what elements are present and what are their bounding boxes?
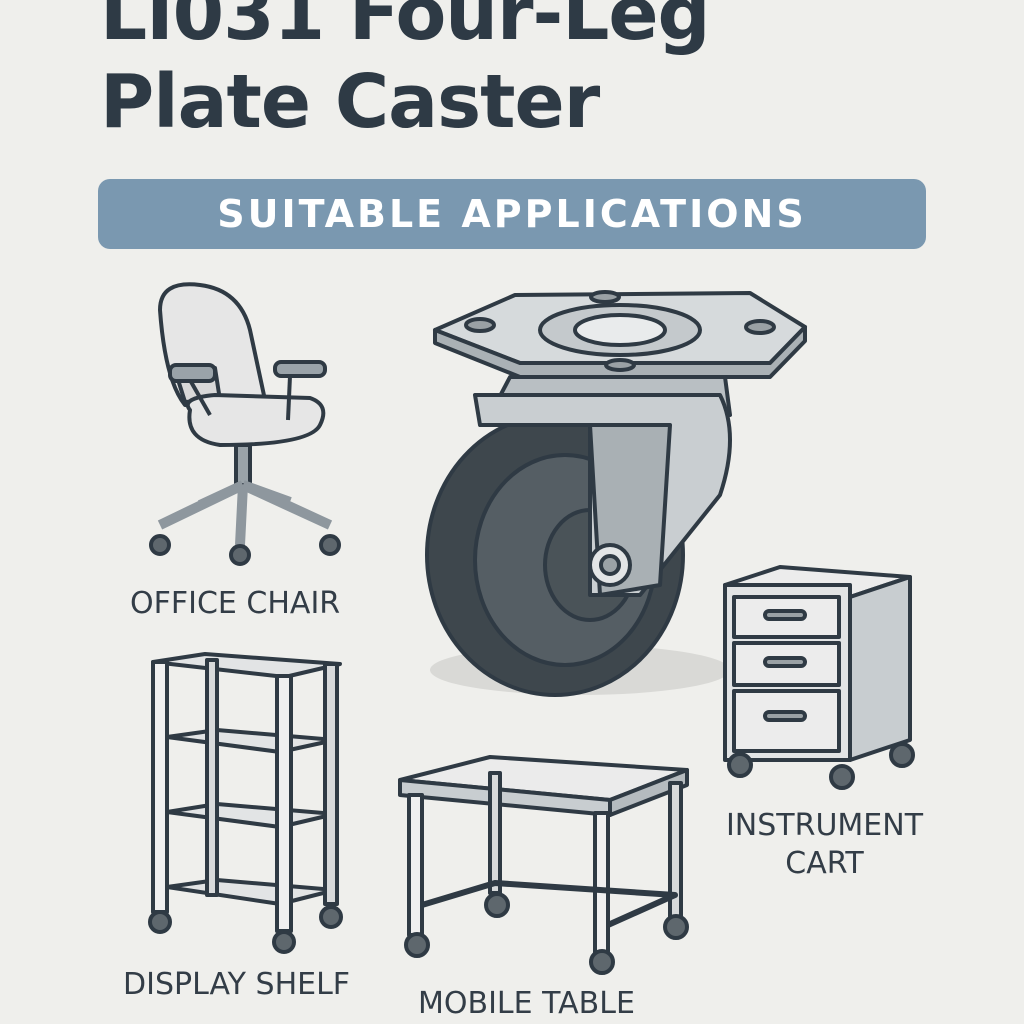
- office-chair-label: OFFICE CHAIR: [130, 586, 341, 621]
- caster-wheel-icon: [425, 290, 807, 697]
- instrument-cart-icon: [723, 565, 915, 790]
- mobile-table-label: MOBILE TABLE: [418, 986, 635, 1021]
- banner-text: SUITABLE APPLICATIONS: [217, 192, 807, 236]
- page-title: LI031 Four-Leg Plate Caster: [100, 0, 711, 146]
- display-shelf-icon: [148, 652, 343, 954]
- instrument-cart-label-line-2: CART: [785, 846, 864, 881]
- section-banner: SUITABLE APPLICATIONS: [98, 179, 926, 249]
- display-shelf-label: DISPLAY SHELF: [123, 967, 351, 1002]
- title-line-2: Plate Caster: [100, 59, 600, 145]
- instrument-cart-label: INSTRUMENT CART: [712, 807, 937, 883]
- mobile-table-icon: [398, 755, 689, 975]
- office-chair-icon: [149, 282, 341, 566]
- title-line-1: LI031 Four-Leg: [100, 0, 711, 57]
- instrument-cart-label-line-1: INSTRUMENT: [725, 808, 924, 843]
